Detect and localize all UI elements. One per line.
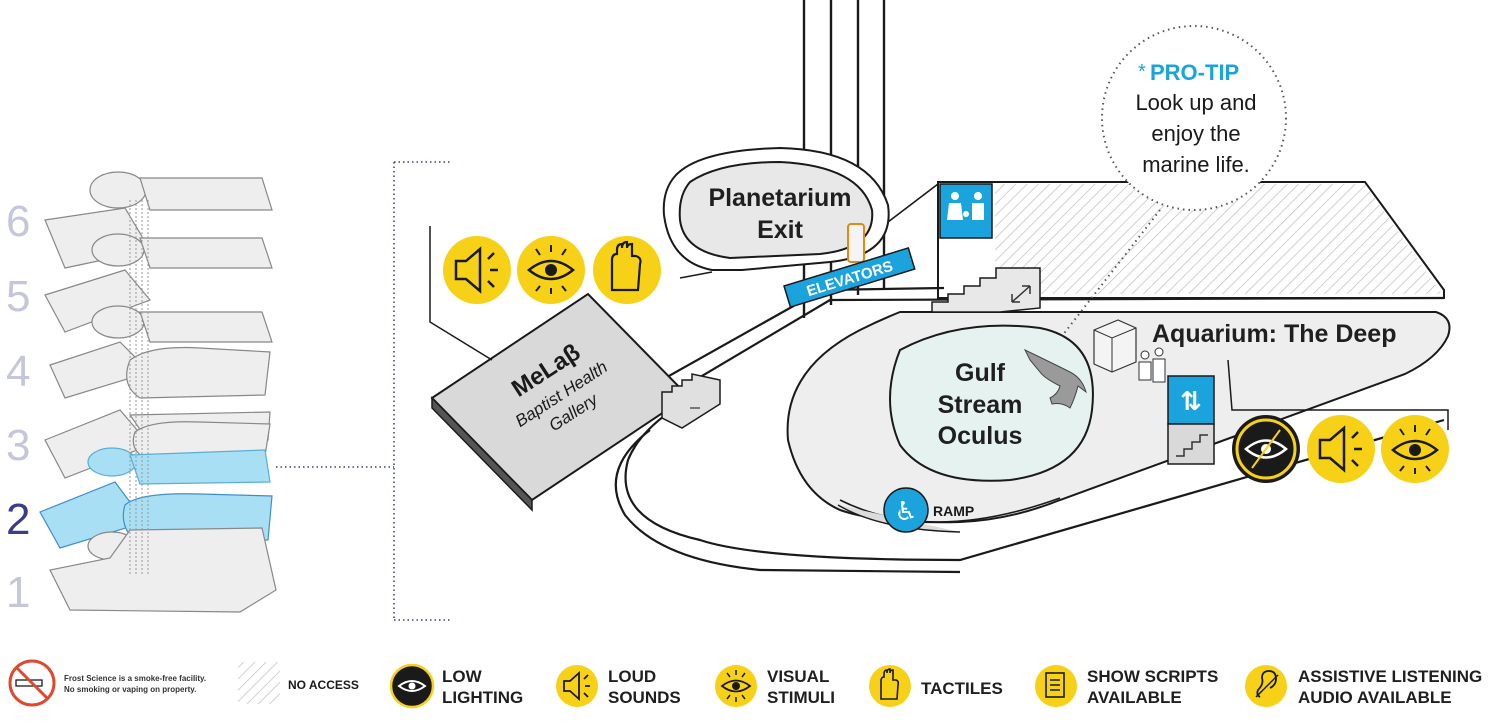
tank-family-icon <box>1093 319 1166 383</box>
legend-show-scripts-2: AVAILABLE <box>1087 688 1182 707</box>
shark-icon <box>1023 348 1087 409</box>
visual-stimuli-icon[interactable] <box>1381 415 1449 483</box>
legend-assistive-listening-1: ASSISTIVE LISTENING <box>1298 667 1482 686</box>
legend-show-scripts: SHOW SCRIPTS AVAILABLE <box>1035 665 1218 707</box>
planetarium-exit[interactable]: Planetarium Exit <box>662 146 939 279</box>
pro-tip-line-2: enjoy the <box>1151 121 1240 146</box>
visual-stimuli-icon-melab[interactable] <box>517 236 585 304</box>
melab-stairs-icon <box>661 373 721 429</box>
svg-text:⇅: ⇅ <box>1180 386 1202 416</box>
floor-stack <box>39 171 277 613</box>
ramp-label: RAMP <box>933 503 974 519</box>
loud-sounds-icon-melab[interactable] <box>443 236 511 304</box>
floor-numbers: 6 5 4 3 2 1 <box>6 197 30 617</box>
ramp[interactable]: ♿ RAMP <box>883 487 974 533</box>
smoke-free-line-1: Frost Science is a smoke-free facility. <box>64 674 206 683</box>
aquarium-icon-connector <box>1227 359 1449 430</box>
melab-gallery[interactable]: MeLaβ Baptist Health Gallery <box>430 292 690 512</box>
gulf-stream-oculus[interactable]: Gulf Stream Oculus <box>889 324 1094 482</box>
pro-tip-star: * <box>1138 61 1146 83</box>
stairs-icon[interactable] <box>1167 423 1215 465</box>
floor-number-6[interactable]: 6 <box>6 197 30 246</box>
floor-4-shape <box>49 305 273 399</box>
legend: Frost Science is a smoke-free facility. … <box>8 659 1482 709</box>
planetarium-exit-label-1: Planetarium <box>708 184 851 212</box>
gulf-stream-label-1: Gulf <box>955 359 1006 387</box>
smoke-free-line-2: No smoking or vaping on property. <box>64 685 196 694</box>
upper-stairs-icon <box>931 267 1041 313</box>
legend-tactiles-1: TACTILES <box>921 679 1003 698</box>
gulf-stream-label-3: Oculus <box>938 422 1023 450</box>
aquarium-elevator-stairs: ⇅ <box>1167 375 1215 465</box>
legend-loud-sounds-2: SOUNDS <box>608 688 681 707</box>
tactiles-icon-melab[interactable] <box>593 236 661 304</box>
legend-show-scripts-1: SHOW SCRIPTS <box>1087 667 1218 686</box>
wheelchair-icon: ♿ <box>894 496 917 526</box>
gulf-stream-label-2: Stream <box>938 391 1023 419</box>
legend-low-lighting-1: LOW <box>442 667 483 686</box>
door-icon <box>847 223 865 263</box>
aquarium-icon-row <box>1232 415 1449 483</box>
legend-tactiles: TACTILES <box>869 665 1003 707</box>
floor-number-3[interactable]: 3 <box>6 421 30 470</box>
planetarium-exit-label-2: Exit <box>757 216 804 244</box>
pro-tip-line-1: Look up and <box>1135 90 1256 115</box>
floor-number-5[interactable]: 5 <box>6 272 30 321</box>
pro-tip: * PRO-TIP Look up and enjoy the marine l… <box>1061 25 1287 337</box>
legend-loud-sounds: LOUD SOUNDS <box>556 665 681 707</box>
pro-tip-line-3: marine life. <box>1142 152 1250 177</box>
elevator-icon[interactable] <box>1167 375 1215 425</box>
legend-visual-stimuli: VISUAL STIMULI <box>715 665 835 707</box>
melab-icon-row <box>443 236 661 304</box>
aquarium-title[interactable]: Aquarium: The Deep <box>1152 320 1396 348</box>
no-access-swatch <box>238 662 280 704</box>
floor-number-2[interactable]: 2 <box>6 495 30 544</box>
legend-visual-stimuli-1: VISUAL <box>767 667 829 686</box>
no-access-zone <box>937 181 1445 299</box>
legend-assistive-listening: ASSISTIVE LISTENING AUDIO AVAILABLE <box>1245 665 1482 707</box>
floor-1-shape <box>49 527 277 613</box>
legend-low-lighting: LOW LIGHTING <box>389 663 523 709</box>
restroom-icon[interactable] <box>939 183 993 239</box>
no-smoking-icon <box>8 659 56 707</box>
legend-loud-sounds-1: LOUD <box>608 667 656 686</box>
low-lighting-icon[interactable] <box>1232 415 1300 483</box>
floor-stack-shaft <box>129 200 149 575</box>
floor-number-1[interactable]: 1 <box>6 568 30 617</box>
loud-sounds-icon[interactable] <box>1307 415 1375 483</box>
floor-5-shape <box>44 233 273 333</box>
legend-assistive-listening-2: AUDIO AVAILABLE <box>1298 688 1452 707</box>
floor-number-4[interactable]: 4 <box>6 347 30 396</box>
legend-visual-stimuli-2: STIMULI <box>767 688 835 707</box>
pro-tip-title: PRO-TIP <box>1150 60 1239 85</box>
legend-low-lighting-2: LIGHTING <box>442 688 523 707</box>
no-access-label: NO ACCESS <box>288 678 359 692</box>
melab-connector <box>429 226 493 361</box>
zoom-connector <box>276 161 452 621</box>
floor-3-shape <box>44 409 271 485</box>
floor-6-shape <box>44 171 273 269</box>
